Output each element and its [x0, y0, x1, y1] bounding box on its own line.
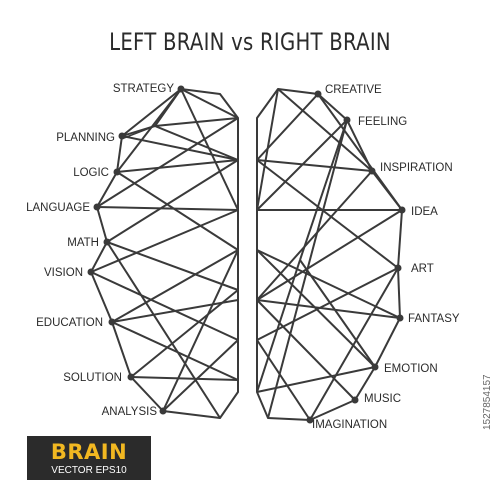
badge-subtitle: VECTOR EPS10 [51, 465, 127, 476]
label-analysis: ANALYSIS [102, 406, 158, 418]
label-imagination: IMAGINATION [312, 419, 387, 431]
page-title: LEFT BRAIN vs RIGHT BRAIN [109, 28, 391, 56]
label-feeling: FEELING [358, 116, 407, 128]
left-labels: STRATEGY PLANNING LOGIC LANGUAGE MATH VI… [26, 83, 174, 418]
dot-imagination [306, 416, 314, 424]
label-music: MUSIC [364, 393, 401, 405]
left-hemisphere-network [90, 88, 239, 419]
dot-art [394, 264, 402, 272]
stock-id-text: 1527854157 [482, 374, 493, 430]
dot-emotion [371, 363, 379, 371]
label-emotion: EMOTION [384, 363, 438, 375]
label-math: MATH [67, 237, 99, 249]
dot-analysis [159, 407, 167, 415]
label-inspiration: INSPIRATION [380, 162, 453, 174]
dot-music [351, 396, 359, 404]
dot-math [103, 238, 111, 246]
right-labels: CREATIVE FEELING INSPIRATION IDEA ART FA… [312, 84, 460, 431]
dot-creative [314, 90, 322, 98]
brain-badge: BRAIN VECTOR EPS10 [27, 436, 151, 480]
dot-planning [118, 132, 126, 140]
right-hemisphere [256, 88, 403, 421]
dot-idea [398, 206, 406, 214]
label-language: LANGUAGE [26, 202, 90, 214]
dot-fantasy [396, 314, 404, 322]
dot-inspiration [368, 167, 376, 175]
label-strategy: STRATEGY [113, 83, 174, 95]
label-planning: PLANNING [56, 132, 115, 144]
right-hemisphere-network [256, 88, 403, 421]
label-solution: SOLUTION [63, 372, 122, 384]
label-dots [87, 85, 406, 424]
dot-language [93, 203, 101, 211]
dot-solution [127, 373, 135, 381]
label-education: EDUCATION [36, 317, 103, 329]
badge-title: BRAIN [50, 440, 128, 464]
dot-vision [87, 268, 95, 276]
label-art: ART [411, 263, 434, 275]
label-fantasy: FANTASY [408, 313, 460, 325]
label-creative: CREATIVE [325, 84, 382, 96]
dot-logic [113, 168, 121, 176]
left-hemisphere [90, 88, 239, 419]
label-vision: VISION [44, 267, 83, 279]
right-hemisphere-outline [256, 88, 403, 421]
stock-id: 1527854157 [482, 300, 496, 430]
label-logic: LOGIC [73, 167, 109, 179]
dot-feeling [343, 116, 351, 124]
dot-education [108, 318, 116, 326]
label-idea: IDEA [411, 206, 438, 218]
dot-strategy [177, 85, 185, 93]
